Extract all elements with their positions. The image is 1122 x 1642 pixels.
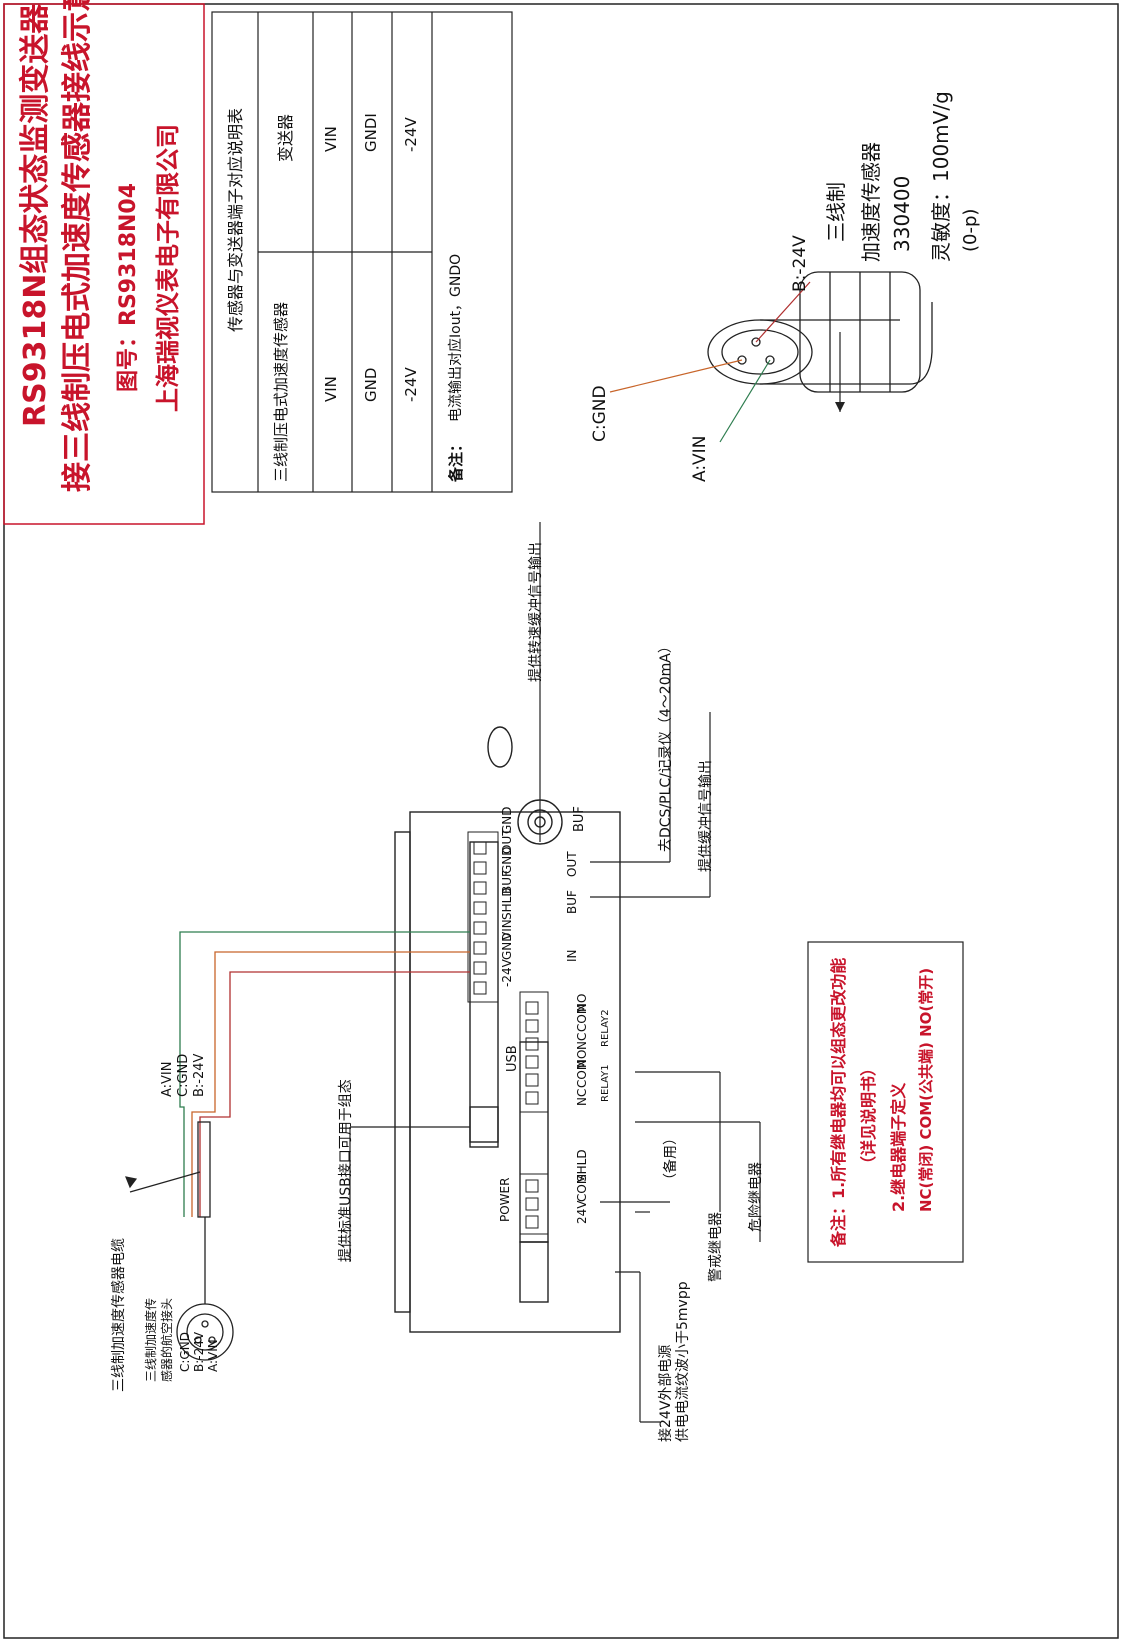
sensor-pin-b: B:-24V — [790, 235, 810, 292]
power-terminal-pins — [519, 1173, 549, 1235]
callout-buf-out: 提供缓冲信号输出 — [698, 760, 714, 872]
cable-wires — [179, 931, 470, 1217]
relay-com-2: COM — [575, 1003, 589, 1032]
power-com: COM — [575, 1173, 589, 1202]
power-24v: 24V — [575, 1200, 589, 1224]
relay1-label: RELAY1 — [600, 1064, 611, 1102]
sensor-pin-c: C:GND — [590, 385, 610, 442]
connector-pin-b: B:-24V — [192, 1331, 206, 1372]
relay-terminal-pins — [519, 991, 549, 1113]
remark-line2: （详见说明书） — [859, 1059, 878, 1172]
callout-danger-relay: 危险继电器 — [748, 1162, 764, 1232]
terminal-shld: SHLD — [500, 887, 514, 920]
callout-dcs: 去DCS/PLC/记录仪（4～20mA） — [658, 639, 674, 852]
table-caption: 传感器与变送器端子对应说明表 — [226, 107, 245, 332]
terminal-gnd-3: GND — [500, 932, 514, 960]
remark-line1: 备注：1.所有继电器均可以组态更改功能 — [829, 957, 848, 1247]
relay-nc-1: NC — [575, 1088, 589, 1106]
title-line1: RS9318N组态状态监测变送器 — [18, 3, 53, 427]
sensor-desc1: 三线制 — [824, 182, 848, 242]
group-out-label: OUT — [565, 851, 579, 877]
company-name: 上海瑞视仪表电子有限公司 — [154, 124, 182, 412]
connector-pin-a: A:VIN — [206, 1339, 220, 1372]
table-note-text: 电流输出对应Iout，GNDO — [448, 253, 464, 422]
relay-nc-2: NC — [575, 1032, 589, 1050]
title-block-frame — [3, 3, 205, 525]
callout-power2: 供电电流纹波小于5mvpp — [675, 1281, 691, 1442]
callout-lines — [125, 522, 761, 1423]
wire-label-c: C:GND — [176, 1053, 191, 1097]
connector-label2: 感器的航空接头 — [160, 1297, 174, 1382]
table-header-sensor: 三线制压电式加速度传感器 — [272, 301, 290, 482]
table-header-transmitter: 变送器 — [276, 113, 295, 162]
callout-spare: （备用） — [663, 1131, 679, 1187]
sensor-pin-a: A:VIN — [690, 435, 710, 482]
terminal-minus24v: -24V — [500, 959, 514, 987]
power-label: POWER — [498, 1177, 512, 1222]
outer-border — [3, 3, 1119, 1639]
wire-label-a: A:VIN — [160, 1061, 175, 1098]
cable-label: 三线制加速度传感器电缆 — [111, 1238, 127, 1392]
sensor-drawing — [707, 271, 933, 393]
table-row2-transmitter: GNDI — [362, 113, 380, 152]
relay-com-1: COM — [575, 1059, 589, 1088]
table-row2-sensor: GND — [362, 367, 380, 402]
table-row1-transmitter: VIN — [322, 126, 340, 152]
connector-label1: 三线制加速度传 — [144, 1297, 158, 1382]
group-buf-label: BUF — [565, 890, 579, 914]
relay2-label: RELAY2 — [600, 1009, 611, 1047]
terminal-table-grid — [211, 11, 513, 493]
sensor-range: (0-p) — [960, 208, 981, 252]
buf-connector-label: BUF — [572, 806, 587, 832]
sensor-model: 330400 — [890, 175, 914, 252]
top-terminal-pins — [467, 831, 499, 1003]
remark-line3: 2.继电器端子定义 — [889, 1082, 908, 1212]
callout-speed-buf: 提供转速缓冲信号输出 — [528, 542, 544, 682]
sensor-desc2: 加速度传感器 — [859, 142, 883, 262]
remarks-frame — [807, 941, 964, 1263]
title-line2: 接三线制压电式加速度传感器接线示意图 — [60, 0, 95, 492]
callout-alarm-relay: 警戒继电器 — [708, 1212, 724, 1282]
usb-label: USB — [505, 1045, 520, 1072]
table-row3-sensor: -24V — [402, 367, 420, 402]
sensor-leader-lines — [609, 281, 845, 443]
callout-usb: 提供标准USB接口可用于组态 — [338, 1079, 354, 1262]
remark-line4: NC(常闭) COM(公共端) NO(常开) — [917, 967, 935, 1212]
drawing-number: 图号：RS9318N04 — [116, 182, 141, 392]
group-in-label: IN — [565, 949, 579, 962]
table-row3-transmitter: -24V — [402, 117, 420, 152]
sensor-sensitivity: 灵敏度：100mV/g — [929, 91, 953, 262]
table-row1-sensor: VIN — [322, 376, 340, 402]
table-note-label: 备注： — [447, 436, 465, 482]
cable-body — [176, 1121, 234, 1361]
connector-pin-c: C:GND — [178, 1332, 192, 1372]
wire-label-b: B:-24V — [192, 1053, 207, 1097]
